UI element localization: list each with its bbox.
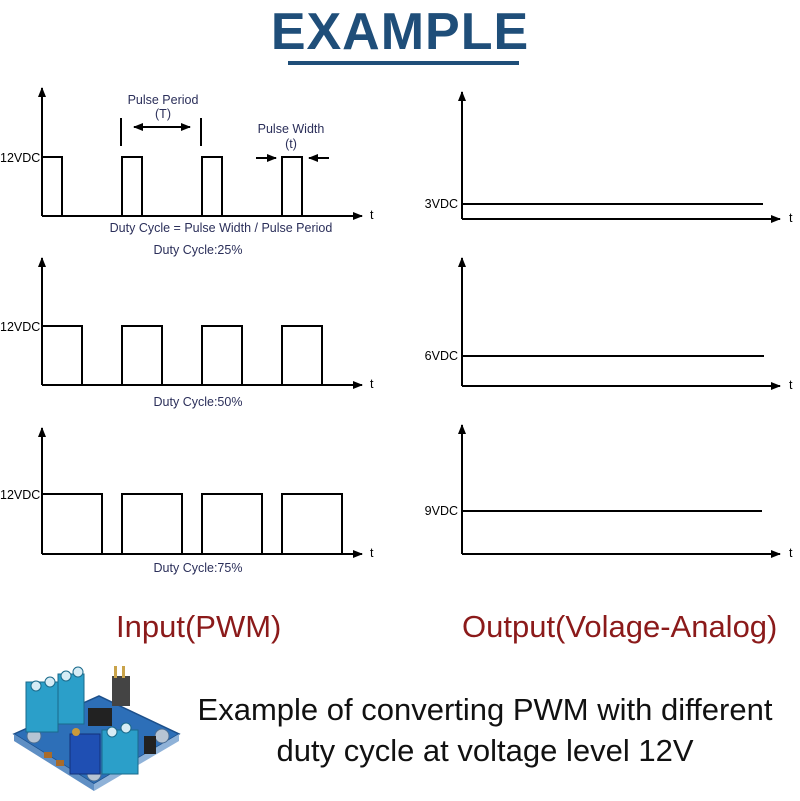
y-tick-label: 12VDC <box>0 488 40 502</box>
input-section-label: Input(PWM) <box>116 609 282 644</box>
pwm-pulse <box>281 493 343 554</box>
y-tick-label: 3VDC <box>425 197 458 211</box>
pwm-pulse <box>201 493 263 554</box>
pwm-pulse <box>121 325 163 385</box>
y-tick-label: 6VDC <box>425 349 458 363</box>
duty-cycle-label: Duty Cycle:50% <box>154 395 243 409</box>
pulse-width-annotation: Pulse Width (t) <box>256 122 329 162</box>
x-axis-label: t <box>370 377 374 391</box>
pwm-pulse <box>121 493 183 554</box>
pwm-pulse <box>41 493 103 554</box>
pwm-pulse <box>281 325 323 385</box>
y-tick-label: 9VDC <box>425 504 458 518</box>
pulse-period-symbol: (T) <box>155 107 171 121</box>
pwm-pulse <box>201 325 243 385</box>
pwm-pulse <box>201 156 223 216</box>
y-tick-label: 12VDC <box>0 320 40 334</box>
pwm-pulse <box>121 156 143 216</box>
output-section-label: Output(Volage-Analog) <box>462 609 778 644</box>
x-axis-label: t <box>789 546 793 560</box>
caption-line-2: duty cycle at voltage level 12V <box>276 733 694 768</box>
caption: Example of converting PWM with different… <box>180 689 790 771</box>
y-tick-label: 12VDC <box>0 151 40 165</box>
x-axis-label: t <box>370 208 374 222</box>
caption-line-1: Example of converting PWM with different <box>197 692 773 727</box>
pwm-pulse <box>281 156 303 216</box>
page-title: EXAMPLE <box>270 3 530 61</box>
x-axis-label: t <box>789 378 793 392</box>
duty-cycle-formula: Duty Cycle = Pulse Width / Pulse Period <box>110 221 333 235</box>
pulse-width-label: Pulse Width <box>258 122 325 136</box>
pwm-pulse <box>41 156 63 216</box>
pulse-period-annotation: Pulse Period (T) <box>120 93 202 146</box>
pulse-width-symbol: (t) <box>285 137 297 151</box>
duty-cycle-label: Duty Cycle:25% <box>154 243 243 257</box>
x-axis-label: t <box>370 546 374 560</box>
pwm-to-voltage-module-icon <box>4 656 184 801</box>
duty-cycle-label: Duty Cycle:75% <box>154 561 243 575</box>
x-axis-label: t <box>789 211 793 225</box>
pulse-period-label: Pulse Period <box>128 93 199 107</box>
title-underline <box>288 61 519 65</box>
pwm-pulse <box>41 325 83 385</box>
